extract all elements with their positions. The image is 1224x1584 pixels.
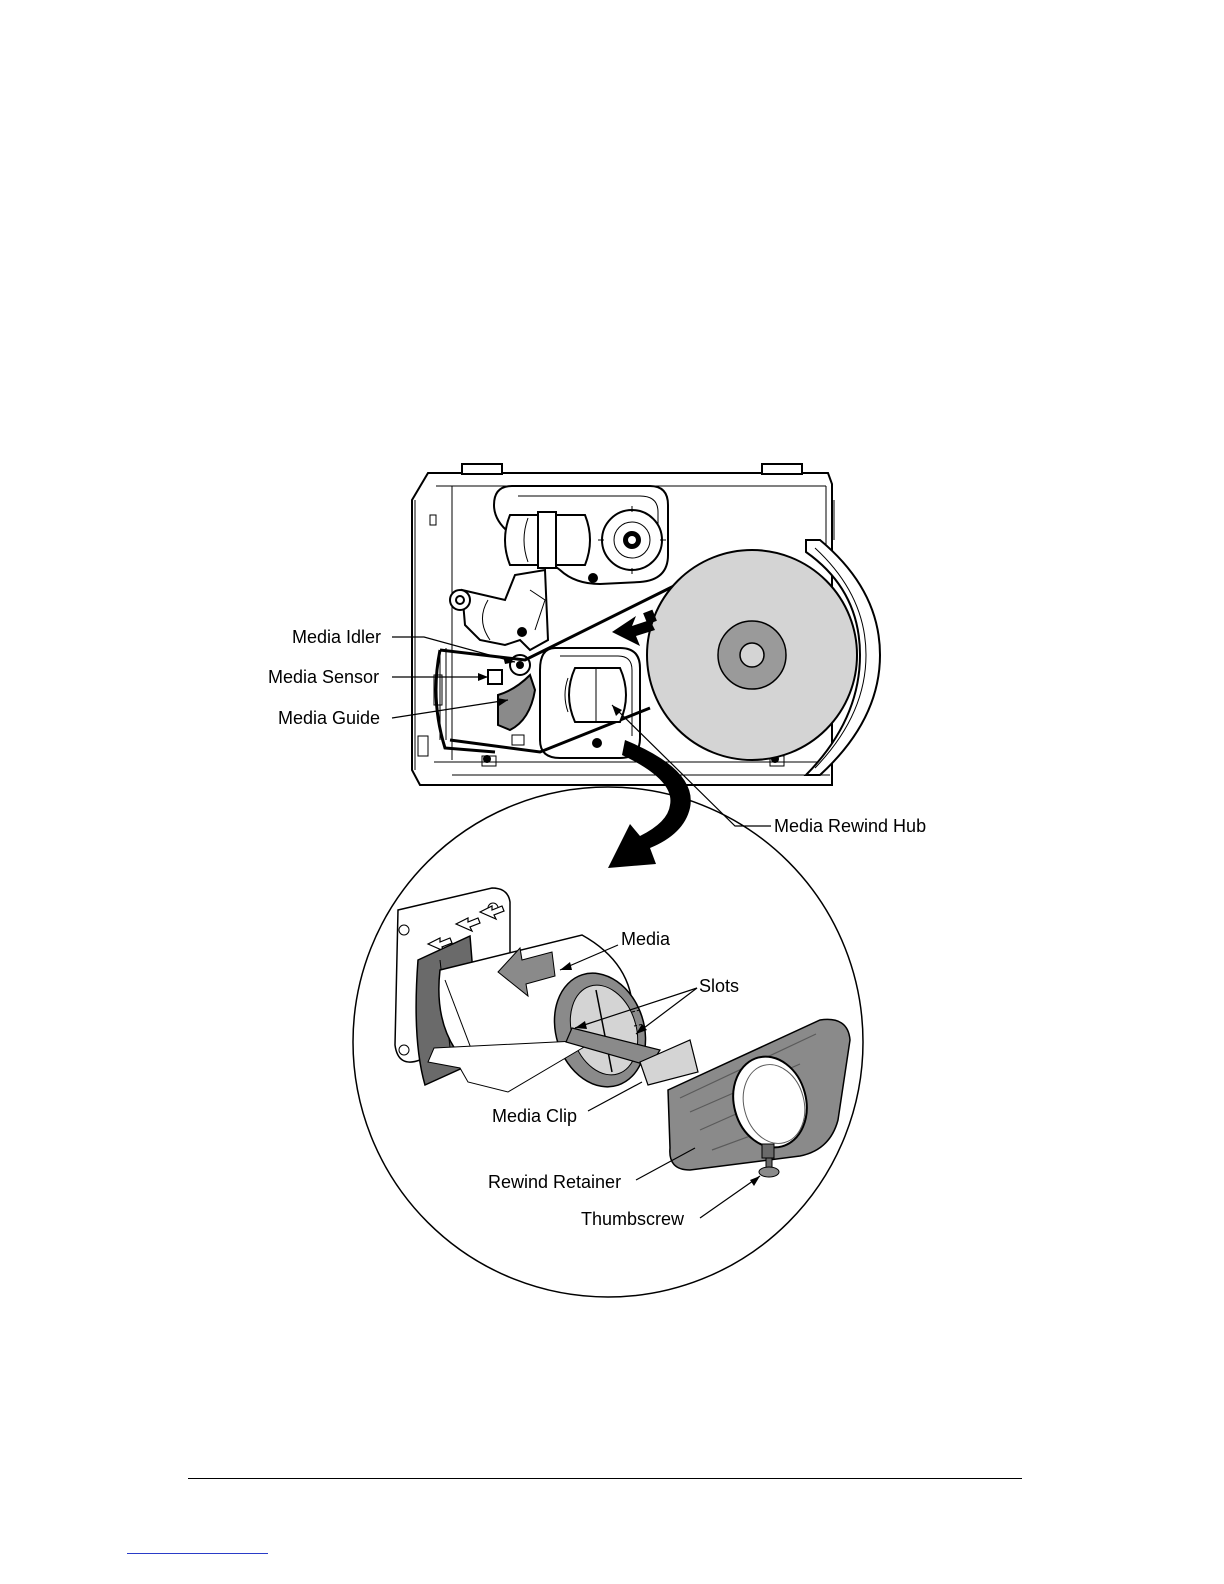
label-rewind-retainer: Rewind Retainer	[488, 1172, 621, 1192]
media-supply-roll	[647, 550, 857, 760]
leader-slots-2	[636, 988, 697, 1034]
printhead-assembly	[462, 570, 548, 650]
label-media-idler: Media Idler	[292, 627, 381, 647]
zoom-indicator-arrow	[608, 740, 691, 868]
leader-media-guide	[392, 700, 508, 718]
media-sensor-part	[488, 670, 502, 684]
printhead-pivot	[450, 590, 470, 610]
leader-media-idler	[392, 637, 515, 662]
label-media-rewind-hub: Media Rewind Hub	[774, 816, 926, 836]
label-slots: Slots	[699, 976, 739, 996]
top-latch-right	[762, 464, 802, 474]
footer-rule	[188, 1478, 1022, 1479]
label-media-sensor: Media Sensor	[268, 667, 379, 687]
label-thumbscrew: Thumbscrew	[581, 1209, 684, 1229]
label-media-clip: Media Clip	[492, 1106, 577, 1126]
rewind-hub-detail	[395, 888, 698, 1099]
footer-link-underline[interactable]	[127, 1553, 268, 1554]
rewind-retainer-part	[668, 1019, 850, 1170]
leader-thumbscrew	[700, 1176, 760, 1218]
top-latch-left	[462, 464, 502, 474]
label-media-guide: Media Guide	[278, 708, 380, 728]
label-media: Media	[621, 929, 670, 949]
